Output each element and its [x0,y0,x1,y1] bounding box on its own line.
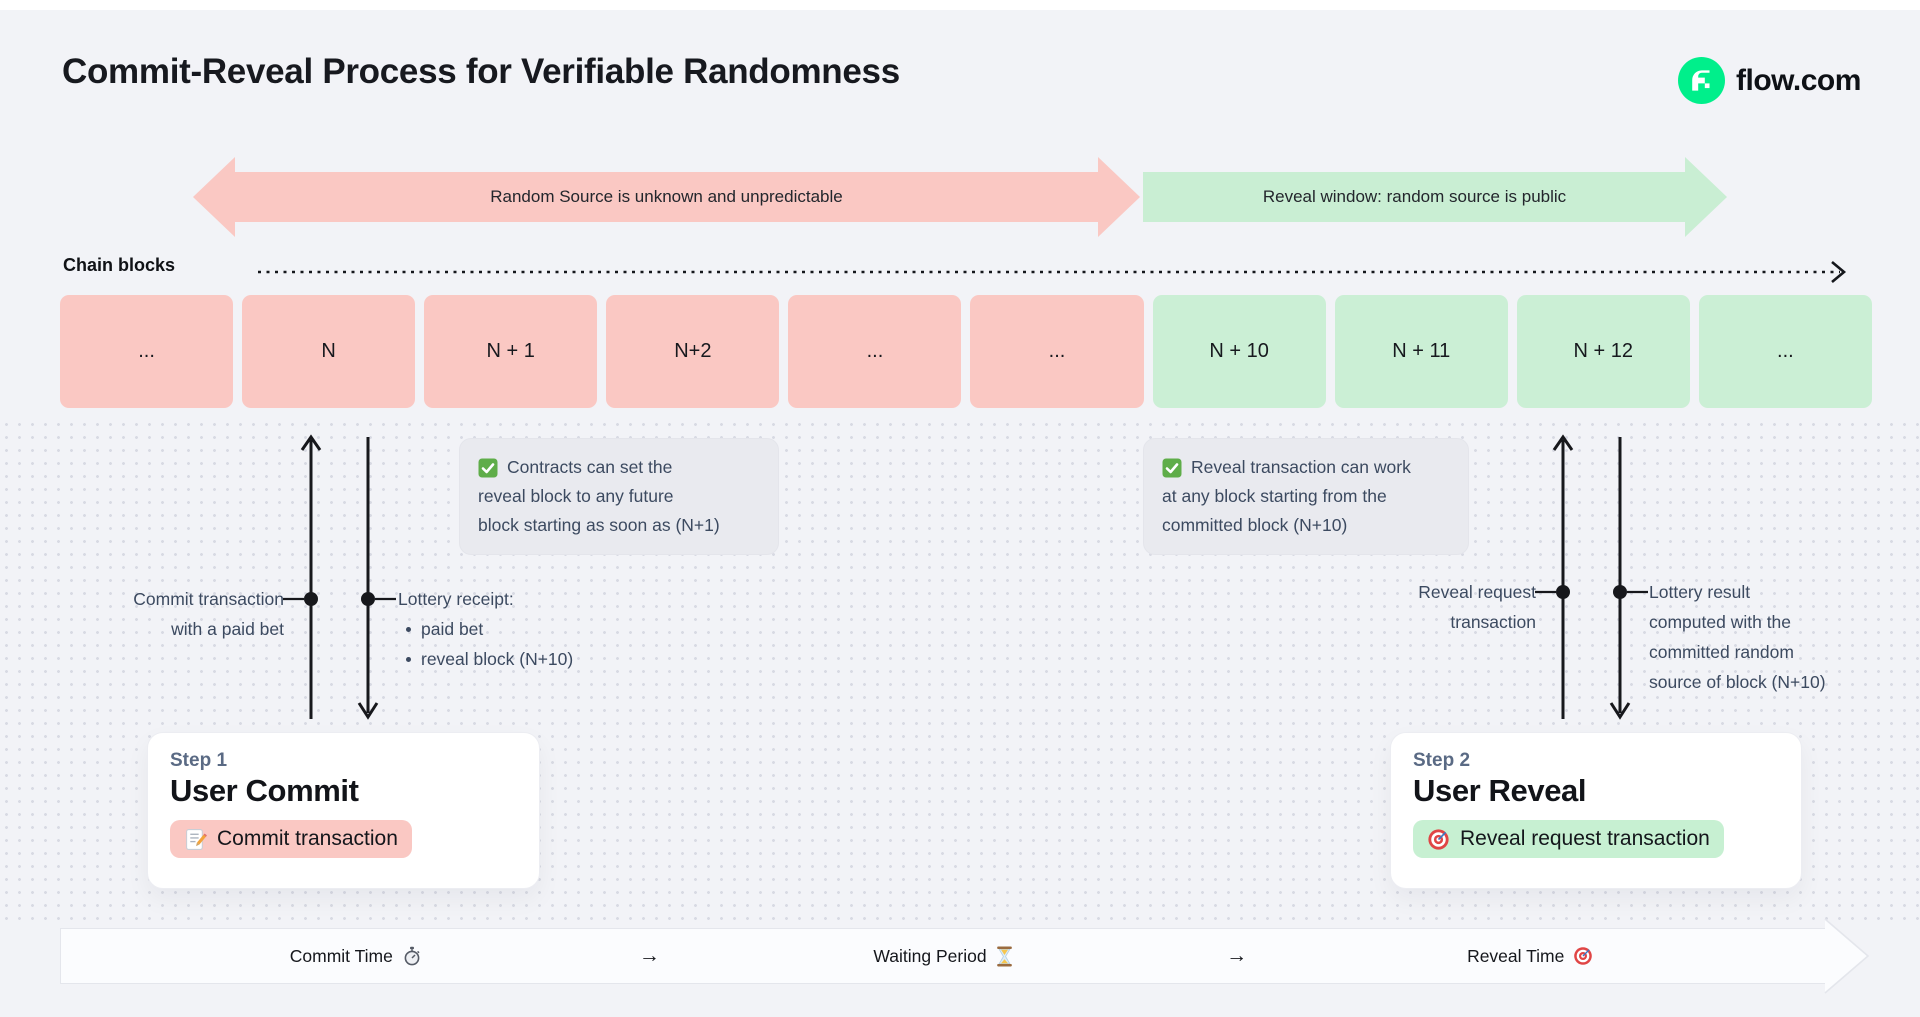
bullet-dot [406,626,411,632]
timeline-bar: Commit Time → Waiting Period [60,928,1825,984]
chain-block: ... [970,295,1144,408]
timeline-label: Reveal Time [1467,945,1565,966]
phase-arrow-reveal-label: Reveal window: random source is public [1262,187,1567,206]
label-line: computed with the [1649,612,1792,632]
note-text: committed block (N+10) [1162,515,1348,535]
check-icon [478,458,498,477]
receipt-item: reveal block (N+10) [398,644,573,674]
receipt-item: paid bet [398,614,573,644]
hourglass-icon [996,946,1012,966]
label-line: committed random [1649,642,1794,662]
phase-arrow-reveal-body: Reveal window: random source is public [1143,172,1686,222]
arrow-left-head [193,157,235,237]
timeline-item-waiting-period: Waiting Period [796,929,1090,983]
receipt-item-label: paid bet [421,619,484,639]
note-line: Contracts can set the [478,453,760,482]
reveal-up-arrow-label: Reveal request transaction [1340,577,1536,637]
stopwatch-icon [404,946,420,966]
chain-block-label: N + 12 [1573,340,1634,362]
commit-transaction-pill: Commit transaction [170,820,412,858]
receipt-item-label: reveal block (N+10) [421,649,574,669]
chain-blocks-label: Chain blocks [63,255,176,275]
pill-label: Reveal request transaction [1460,827,1710,850]
reveal-request-pill: Reveal request transaction [1413,820,1724,858]
note-text: block starting as soon as (N+1) [478,515,720,535]
label-line: Reveal request [1418,582,1536,602]
chain-block-label: N + 10 [1209,340,1269,362]
phase-arrow-unknown-label: Random Source is unknown and unpredictab… [490,187,843,206]
note-commit: Contracts can set the reveal block to an… [459,438,779,555]
timeline-item-commit-time: Commit Time [209,929,503,983]
bullet-dot [406,656,411,662]
arrow-right-head [1685,157,1727,237]
chain-block: N + 12 [1516,295,1690,408]
step-eyebrow: Step 1 [170,750,228,771]
chain-block-label: ... [1048,340,1066,362]
note-line: Reveal transaction can work [1162,453,1450,482]
chain-block-label: ... [138,340,155,362]
step-title: User Reveal [1413,773,1587,808]
chain-block: ... [60,295,234,408]
timeline-items: Commit Time → Waiting Period [209,929,1677,983]
chain-block: N [242,295,416,408]
arrow-right-head [1098,157,1140,237]
lottery-result-label: Lottery result computed with the committ… [1649,577,1861,697]
timeline-item-reveal-time: Reveal Time [1383,929,1677,983]
timeline-label: Waiting Period [873,945,987,966]
brand-label: flow.com [1736,63,1861,97]
chain-block: N + 11 [1334,295,1508,408]
step2-card: Step 2 User Reveal Reveal request transa… [1390,732,1802,889]
chain-block-label: N+2 [674,340,712,362]
chain-block: N + 1 [424,295,598,408]
step1-card: Step 1 User Commit Commit transaction [147,732,540,889]
chain-block: ... [1698,295,1872,408]
target-icon [1574,947,1593,965]
chain-block-label: N [321,340,336,362]
label-line: Commit transaction [133,589,284,609]
chain-block-label: N + 11 [1392,340,1451,362]
chain-block: N+2 [606,295,780,408]
chain-block-label: ... [1777,340,1794,362]
note-text: reveal block to any future [478,486,674,506]
label-line: with a paid bet [171,619,284,639]
lottery-receipt: Lottery receipt: paid bet reveal block (… [398,584,573,674]
timeline-arrowhead [1824,918,1870,994]
chain-block-label: N + 1 [486,340,535,362]
label-line: Lottery result [1649,582,1751,602]
step-title: User Commit [170,773,359,808]
timeline-label: Commit Time [289,945,393,966]
note-text: Contracts can set the [507,457,673,477]
chain-block: N + 10 [1152,295,1326,408]
note-reveal: Reveal transaction can work at any block… [1143,438,1469,555]
memo-icon [186,828,207,850]
step-eyebrow: Step 2 [1413,750,1471,771]
check-icon [1162,458,1182,477]
arrow-right-separator: → [638,944,660,967]
phase-arrow-unknown: Random Source is unknown and unpredictab… [193,157,1140,237]
page-title: Commit-Reveal Process for Verifiable Ran… [62,52,900,91]
label-line: source of block (N+10) [1649,672,1826,692]
phase-arrow-reveal: Reveal window: random source is public [1143,157,1727,237]
arrow-right-separator: → [1226,944,1248,967]
note-text: at any block starting from the [1162,486,1387,506]
flow-logo-icon [1678,57,1725,104]
chain-axis-dotted-line [258,261,1847,283]
top-strip [0,0,1920,10]
pill-label: Commit transaction [217,827,398,850]
note-text: Reveal transaction can work [1191,457,1411,477]
chain-block-label: ... [866,340,884,362]
target-icon [1428,828,1449,850]
brand[interactable]: flow.com [1678,57,1861,104]
label-line: transaction [1450,612,1536,632]
chain-blocks-row: ... N N + 1 N+2 ... ... N + 10 N + 11 N … [60,295,1872,408]
phase-arrow-unknown-body: Random Source is unknown and unpredictab… [234,172,1099,222]
chain-block: ... [788,295,962,408]
commit-up-arrow-label: Commit transaction with a paid bet [60,584,284,644]
lottery-receipt-title: Lottery receipt: [398,589,514,609]
